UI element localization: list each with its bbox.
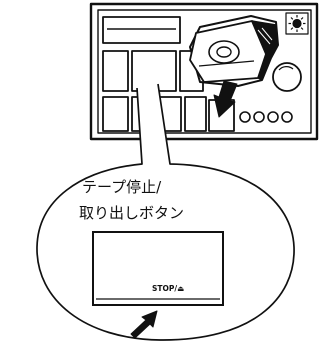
press-arrow xyxy=(130,310,158,339)
light-icon xyxy=(285,12,309,35)
panel-outer xyxy=(89,2,319,141)
stop-eject-label: STOP/⏏ xyxy=(152,284,184,293)
stop-eject-button-closeup: STOP/⏏ xyxy=(92,231,224,306)
panel-button-bottom-1 xyxy=(102,96,129,132)
round-button-3 xyxy=(267,111,279,123)
volume-dial xyxy=(272,62,302,92)
cassette-icon xyxy=(189,20,278,83)
eject-direction-arrow xyxy=(213,80,238,118)
panel-inner xyxy=(97,9,312,134)
panel-button-top-1 xyxy=(102,50,129,92)
round-button-2 xyxy=(253,111,265,123)
callout-title-line2: 取り出しボタン xyxy=(79,204,184,222)
round-button-1 xyxy=(239,111,251,123)
panel-button-bottom-4 xyxy=(184,96,207,132)
round-button-4 xyxy=(281,111,293,123)
callout-title-line1: テープ停止/ xyxy=(82,178,162,196)
display-window xyxy=(102,16,181,44)
